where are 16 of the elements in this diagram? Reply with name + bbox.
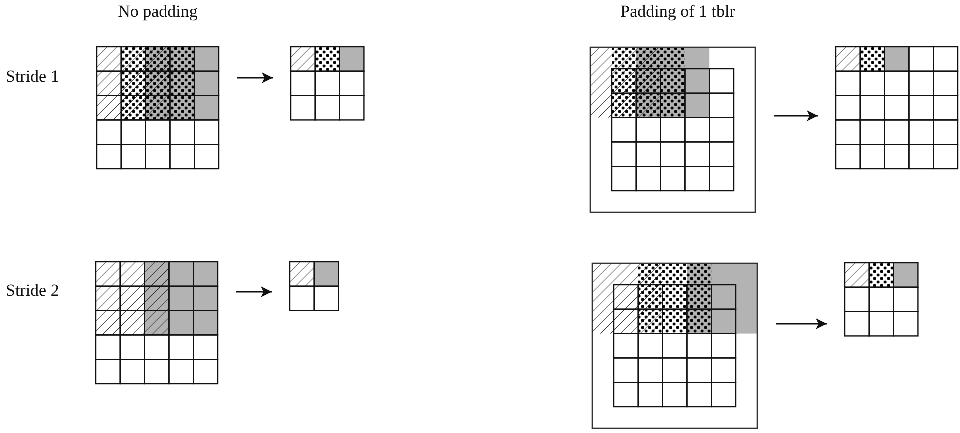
output-grid <box>836 47 958 169</box>
output-grid <box>290 262 339 311</box>
arrow <box>236 286 272 298</box>
input-grid <box>592 263 758 429</box>
column-heading: No padding <box>118 2 198 22</box>
output-grid <box>845 263 918 336</box>
arrow <box>237 72 273 84</box>
input-grid <box>96 262 218 384</box>
arrow <box>774 110 818 122</box>
column-heading: Padding of 1 tblr <box>620 2 736 22</box>
arrow <box>776 318 827 330</box>
output-grid <box>291 47 364 120</box>
input-grid <box>97 47 219 169</box>
row-label: Stride 2 <box>6 281 60 301</box>
input-grid <box>590 47 756 213</box>
row-label: Stride 1 <box>6 67 60 87</box>
